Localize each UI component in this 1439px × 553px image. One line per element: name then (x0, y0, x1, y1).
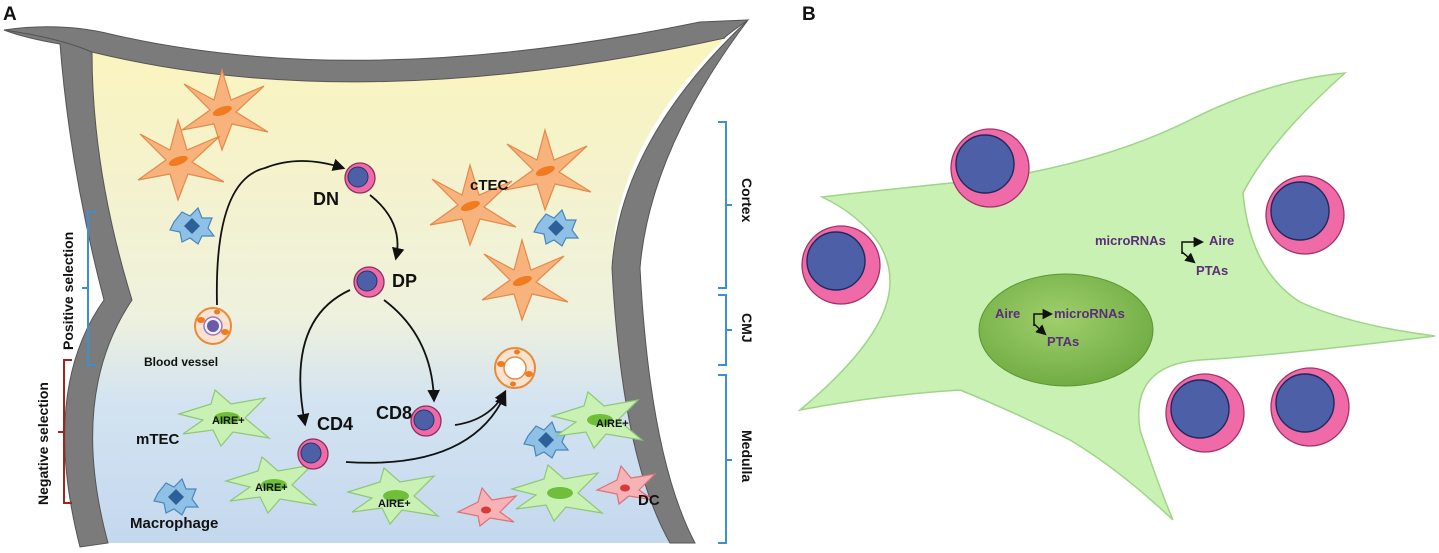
mtec-label: mTEC (136, 431, 180, 448)
aire-label: AIRE+ (212, 415, 245, 427)
thymocyte-b (950, 128, 1030, 208)
dp-label: DP (392, 271, 417, 291)
cytoplasm-arrow-icon (1181, 251, 1196, 264)
blood-vessel-icon (494, 347, 536, 389)
blood-vessel-icon (194, 307, 232, 345)
nucleus-arrow-icon (1033, 308, 1054, 326)
thymocyte-dp (353, 266, 385, 298)
nucleus-arrow-icon (1033, 323, 1047, 336)
cytoplasm-mirna-label: microRNAs (1095, 233, 1166, 248)
thymocyte-b (1165, 373, 1245, 453)
blood-vessel-label: Blood vessel (144, 355, 218, 369)
positive-selection-label: Positive selection (60, 232, 76, 350)
capsule-left (3, 29, 133, 548)
macrophage-label: Macrophage (130, 515, 218, 532)
cmj-bracket (718, 294, 732, 366)
thymocyte-cd8 (410, 405, 442, 437)
negative-selection-bracket (58, 359, 72, 504)
thymocyte-b (1265, 175, 1345, 255)
negative-selection-label: Negative selection (35, 382, 51, 505)
nucleus-mirna-label: microRNAs (1054, 306, 1125, 321)
cd4-label: CD4 (317, 414, 353, 434)
dc-label: DC (638, 492, 660, 509)
medulla-label: Medulla (739, 430, 755, 482)
cortex-label: Cortex (739, 178, 755, 223)
thymocyte-b (801, 225, 881, 305)
cytoplasm-arrow-icon (1181, 236, 1205, 254)
thymocyte-dn (344, 162, 376, 194)
cytoplasm-aire-label: Aire (1209, 233, 1234, 248)
cortex-bracket (718, 121, 732, 289)
ctec-label: cTEC (470, 177, 509, 194)
positive-selection-bracket (82, 211, 96, 366)
capsule-right (611, 19, 749, 544)
cytoplasm-ptas-label: PTAs (1196, 263, 1228, 278)
arrow-dn-to-dp (369, 194, 405, 261)
aire-label: AIRE+ (596, 418, 629, 430)
nucleus (978, 273, 1154, 387)
nucleus-aire-label: Aire (995, 306, 1020, 321)
cmj-label: CMJ (739, 313, 755, 343)
thymocyte-b (1270, 367, 1350, 447)
panel-a-label: A (3, 4, 17, 25)
medulla-bracket (718, 374, 732, 544)
nucleus-ptas-label: PTAs (1047, 334, 1079, 349)
arrow-dp-to-cd4 (296, 289, 351, 427)
cd8-label: CD8 (376, 403, 412, 423)
thymocyte-cd4 (297, 438, 329, 470)
capsule-top (3, 19, 750, 83)
panel-b-label: B (802, 4, 816, 25)
aire-label: AIRE+ (255, 482, 288, 494)
aire-label: AIRE+ (378, 498, 411, 510)
arrow-dp-to-cd8 (383, 299, 440, 403)
arrow-vessel-to-dn (215, 158, 346, 306)
dn-label: DN (313, 189, 339, 209)
arrow-cd4-to-vessel (345, 392, 507, 464)
